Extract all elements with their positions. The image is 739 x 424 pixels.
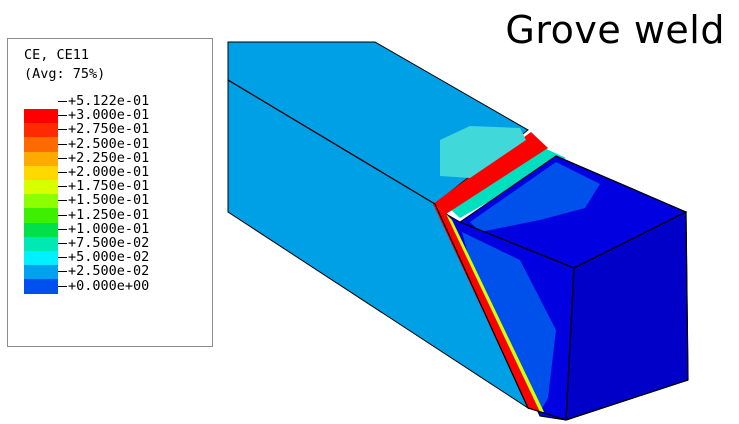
legend-color-swatch bbox=[24, 151, 58, 166]
legend-value-label: +2.500e-02 bbox=[68, 263, 150, 280]
legend-row: +5.000e-02 bbox=[8, 249, 214, 280]
legend-color-swatch bbox=[24, 222, 58, 237]
model-edge-bottom bbox=[565, 379, 689, 421]
legend-value-label: +1.000e-01 bbox=[68, 220, 150, 237]
weld-top-cool-band bbox=[440, 146, 566, 218]
legend-tick bbox=[58, 285, 67, 287]
legend-color-swatch bbox=[24, 236, 58, 251]
legend-row: +1.000e-01 bbox=[8, 221, 214, 251]
legend-row: +2.500e-02 bbox=[8, 263, 214, 294]
legend-tick bbox=[58, 143, 67, 145]
legend-value-label: +1.500e-01 bbox=[68, 192, 150, 209]
legend-color-swatch bbox=[24, 194, 58, 209]
legend-color-swatch bbox=[24, 109, 58, 124]
figure-title: Grove weld bbox=[505, 8, 725, 52]
legend-value-label: +2.750e-01 bbox=[68, 121, 150, 138]
legend-value-label: +3.000e-01 bbox=[68, 107, 150, 124]
legend-value-label: +2.500e-01 bbox=[68, 135, 150, 152]
legend-value-label: +2.000e-01 bbox=[68, 164, 150, 180]
legend-color-swatch bbox=[24, 208, 58, 223]
legend-color-swatch bbox=[24, 251, 58, 266]
legend-tick bbox=[58, 271, 67, 273]
legend-row: +1.250e-01 bbox=[8, 207, 214, 237]
legend-value-label: +1.750e-01 bbox=[68, 178, 150, 195]
legend-row: +0.000e+00 bbox=[8, 278, 214, 300]
legend-color-swatch bbox=[24, 137, 58, 152]
weld-top-hot-band bbox=[433, 132, 548, 214]
legend-tick bbox=[58, 129, 67, 131]
model-edge-vertical bbox=[459, 221, 575, 269]
legend-row: +5.122e-01 bbox=[8, 93, 214, 124]
heat-affected-zone-top bbox=[440, 126, 526, 178]
legend-value-label: +5.122e-01 bbox=[68, 93, 150, 109]
legend-tick bbox=[58, 186, 67, 188]
legend-color-swatch bbox=[24, 165, 58, 180]
block-side-gradient-zone bbox=[462, 232, 556, 412]
legend-value-label: +0.000e+00 bbox=[68, 277, 150, 294]
legend-row: +1.750e-01 bbox=[8, 178, 214, 209]
legend-tick bbox=[58, 243, 67, 244]
legend-tick bbox=[58, 172, 67, 173]
legend-row: +1.500e-01 bbox=[8, 192, 214, 223]
legend-tick bbox=[58, 115, 67, 117]
legend-tick bbox=[58, 101, 67, 102]
legend-value-label: +1.250e-01 bbox=[68, 206, 150, 223]
weld-side-cool-strip bbox=[446, 214, 544, 412]
legend-row: +2.750e-01 bbox=[8, 121, 214, 152]
block-top-gradient-zone bbox=[470, 162, 600, 232]
legend-tick bbox=[58, 214, 67, 216]
contour-legend: CE, CE11 (Avg: 75%) +5.122e-01+3.000e-01… bbox=[7, 38, 213, 347]
legend-row: +2.000e-01 bbox=[8, 164, 214, 195]
legend-value-label: +7.500e-02 bbox=[68, 235, 150, 251]
legend-tick bbox=[58, 257, 67, 259]
legend-tick bbox=[58, 200, 67, 202]
model-edge-front bbox=[685, 211, 689, 381]
weld-side-hot-strip bbox=[433, 204, 540, 412]
legend-color-swatch bbox=[24, 265, 58, 280]
legend-value-label: +2.250e-01 bbox=[68, 149, 150, 166]
legend-row: +7.500e-02 bbox=[8, 235, 214, 266]
legend-tick bbox=[58, 157, 67, 159]
legend-color-swatch bbox=[24, 279, 58, 294]
legend-tick bbox=[58, 228, 67, 230]
legend-averaging-label: (Avg: 75%) bbox=[24, 66, 106, 82]
legend-row: +2.250e-01 bbox=[8, 150, 214, 180]
legend-color-swatch bbox=[24, 180, 58, 195]
legend-row: +2.500e-01 bbox=[8, 136, 214, 166]
legend-color-swatch bbox=[24, 123, 58, 138]
legend-value-label: +5.000e-02 bbox=[68, 249, 150, 266]
legend-variable-label: CE, CE11 bbox=[24, 47, 90, 63]
legend-row: +3.000e-01 bbox=[8, 107, 214, 138]
